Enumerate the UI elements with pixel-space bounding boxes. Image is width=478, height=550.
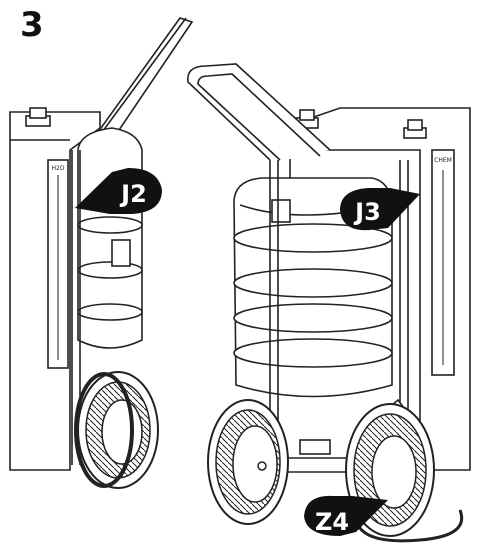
left-scale-label: H2O [51,165,64,172]
callout-j3-label: J3 [353,198,381,226]
left-unit [9,17,194,471]
callout-j2-label: J2 [119,180,147,208]
callout-z4: Z4 [304,495,388,536]
left-wheel [74,371,159,489]
right-unit [187,63,471,543]
right-scale-label: CHEM [434,157,452,164]
callout-j3: J3 [340,188,420,231]
callout-j2: J2 [75,168,162,214]
callout-z4-label: Z4 [315,508,349,536]
right-front-wheel [207,399,289,525]
step-number: 3 [20,5,44,45]
